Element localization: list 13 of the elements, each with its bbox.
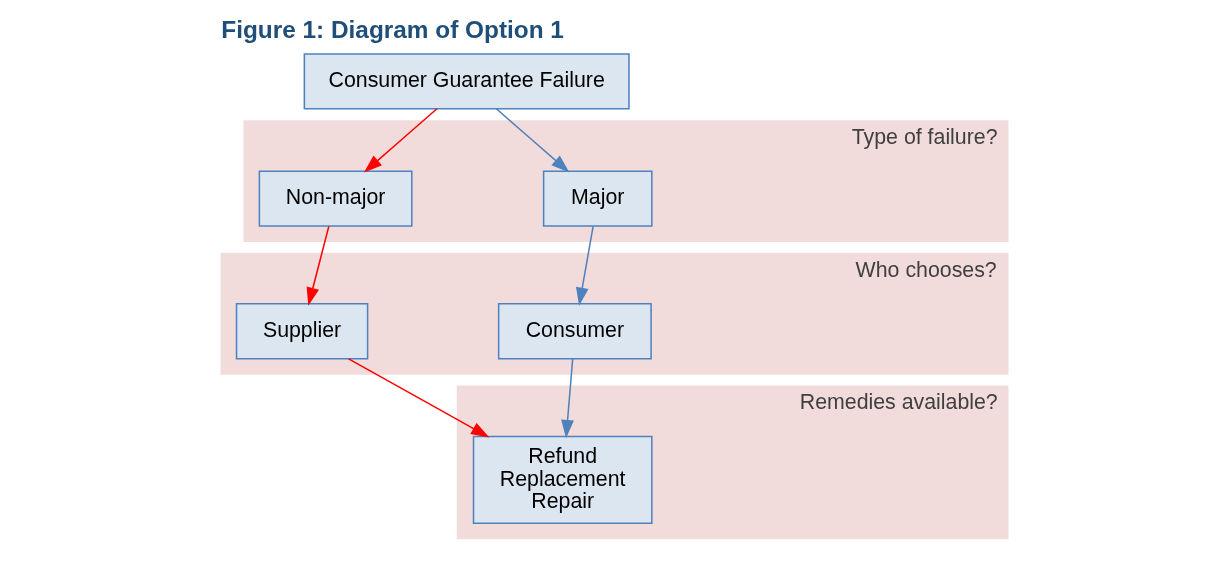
node-box: Consumer Guarantee Failure [303, 53, 630, 110]
node-box: Supplier [235, 303, 368, 360]
arrow [495, 108, 569, 173]
arrow [560, 358, 574, 439]
node-box: Consumer [497, 303, 652, 360]
node-box: Non-major [258, 170, 413, 227]
arrow [306, 225, 330, 306]
diagram-title: Figure 1: Diagram of Option 1 [220, 16, 564, 44]
node-box: Major [542, 170, 653, 227]
arrow [575, 225, 594, 306]
node-box: Refund Replacement Repair [472, 435, 653, 525]
arrow [363, 108, 438, 173]
arrow [347, 358, 489, 438]
